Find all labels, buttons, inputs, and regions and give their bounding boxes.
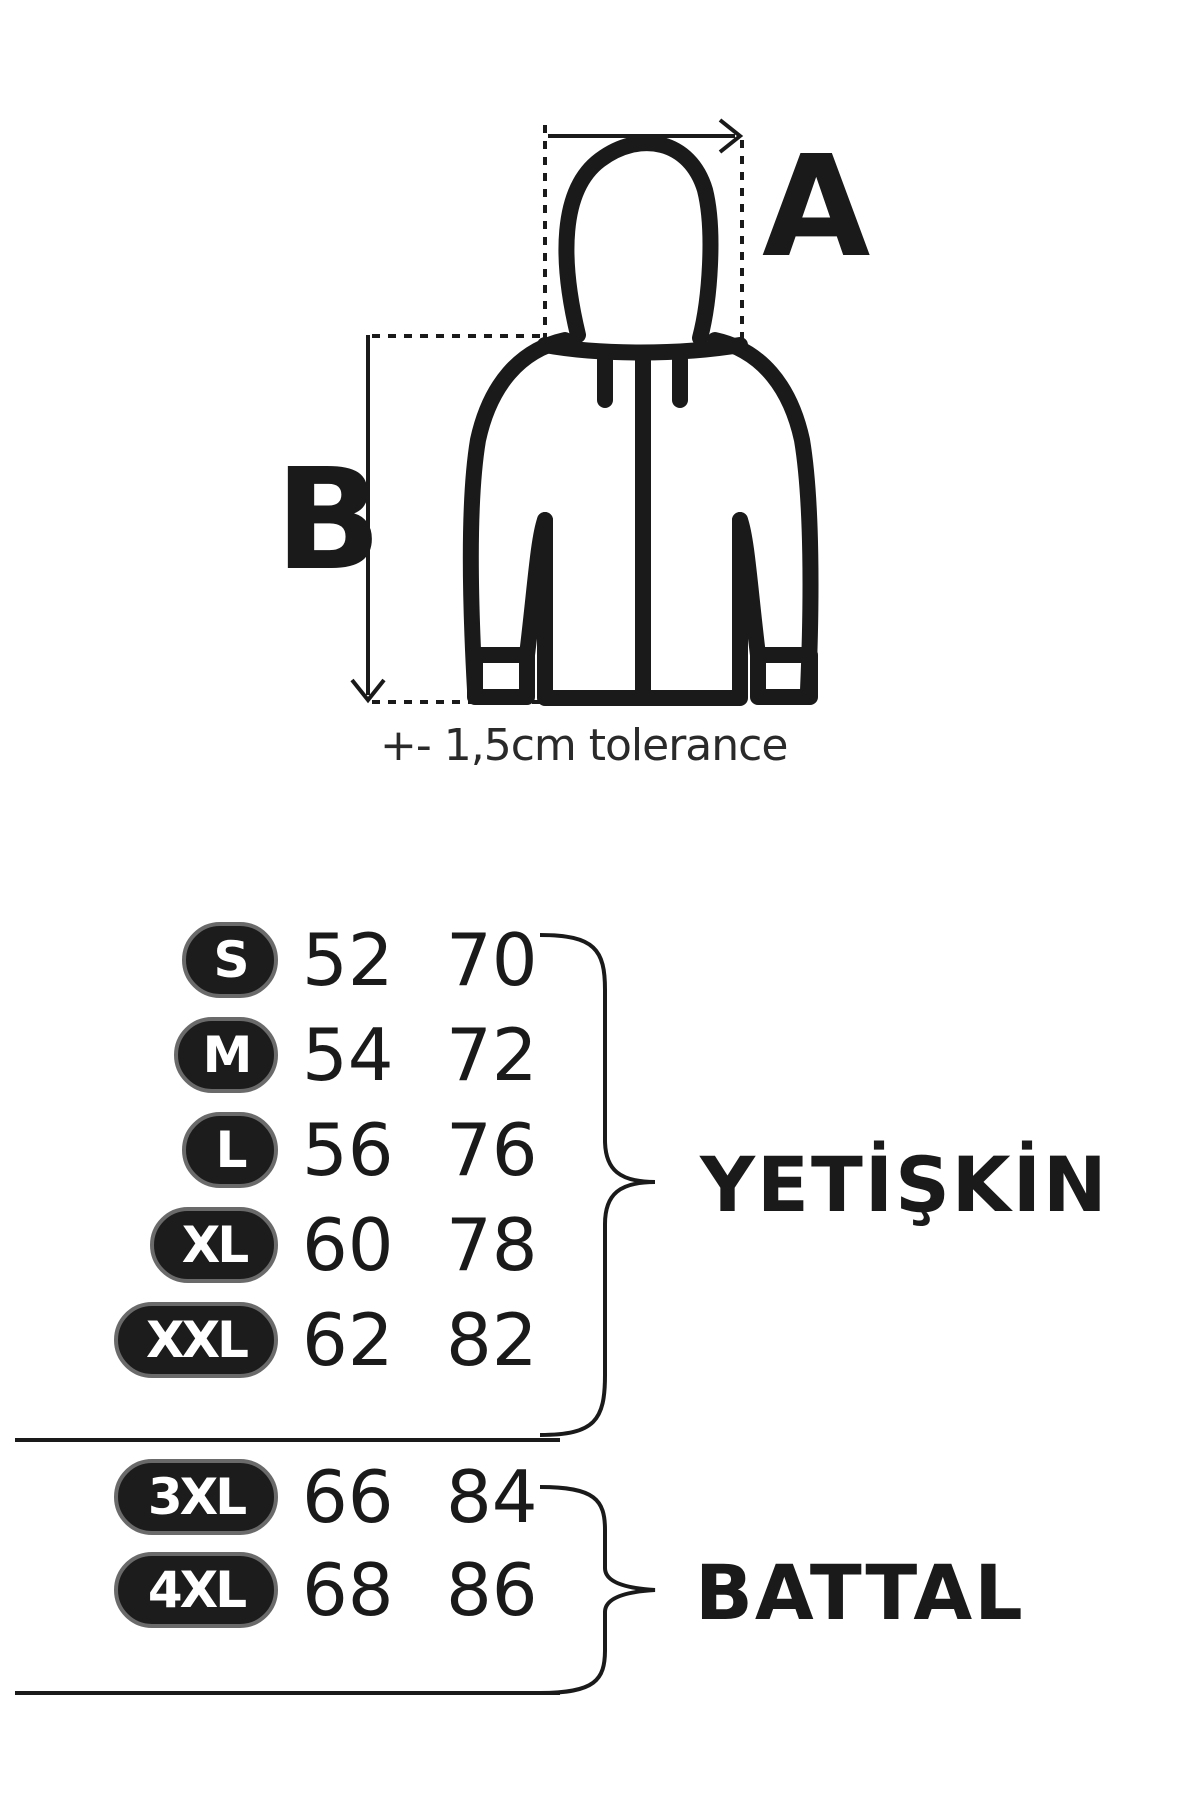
- yetiskin-bracket: [539, 933, 656, 1437]
- label-a: A: [762, 126, 870, 289]
- tolerance-note: +- 1,5cm tolerance: [380, 720, 788, 771]
- length-measurement-b: [350, 334, 545, 704]
- battal-bracket: [539, 1485, 656, 1695]
- label-b: B: [275, 439, 382, 602]
- hoodie-measurement-diagram: A B: [275, 118, 870, 706]
- hoodie-icon: [462, 135, 819, 706]
